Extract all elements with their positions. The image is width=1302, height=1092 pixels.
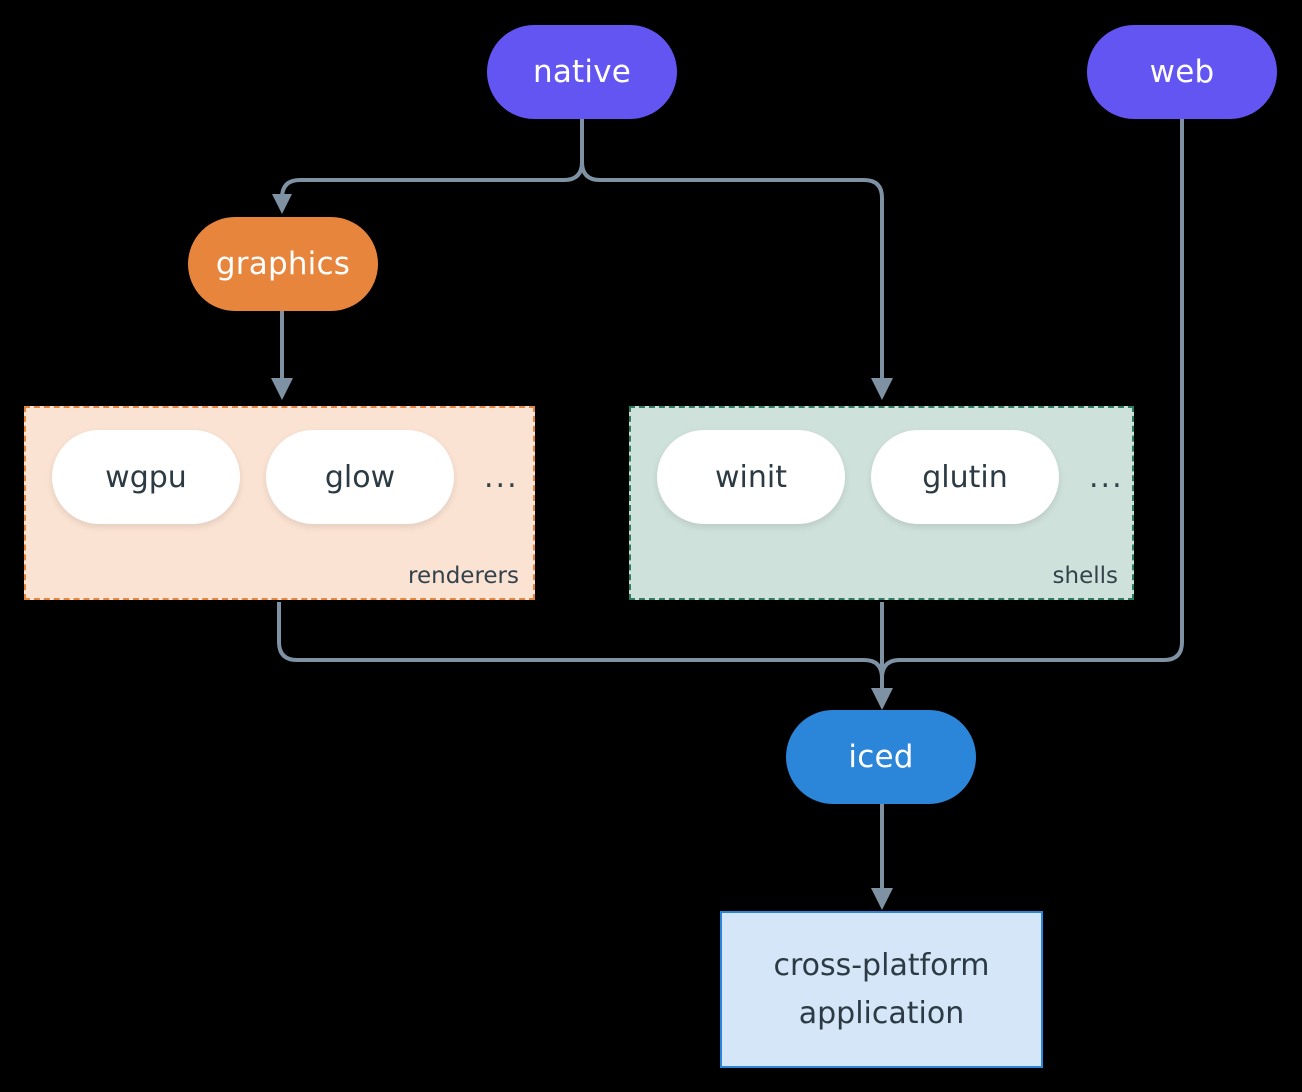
node-winit-label: winit bbox=[715, 459, 787, 495]
group-renderers[interactable]: wgpu glow ... renderers bbox=[24, 406, 535, 600]
renderers-overflow-ellipsis: ... bbox=[484, 459, 519, 495]
node-glow-label: glow bbox=[324, 459, 396, 495]
group-shells-items: winit glutin ... bbox=[657, 430, 1124, 524]
node-graphics-label: graphics bbox=[215, 246, 351, 282]
group-shells-label: shells bbox=[1052, 563, 1118, 589]
node-web[interactable]: web bbox=[1087, 25, 1277, 119]
node-glutin[interactable]: glutin bbox=[871, 430, 1059, 524]
group-shells[interactable]: winit glutin ... shells bbox=[629, 406, 1134, 600]
node-iced-label: iced bbox=[848, 739, 914, 775]
node-glow[interactable]: glow bbox=[266, 430, 454, 524]
arrowhead-to-shells bbox=[871, 378, 893, 400]
node-native-label: native bbox=[532, 54, 632, 90]
arrowhead-to-renderers bbox=[271, 378, 293, 400]
group-renderers-items: wgpu glow ... bbox=[52, 430, 519, 524]
node-wgpu[interactable]: wgpu bbox=[52, 430, 240, 524]
group-renderers-label: renderers bbox=[408, 563, 519, 589]
arrowhead-to-application bbox=[871, 888, 893, 910]
arrowhead-to-iced bbox=[871, 688, 893, 710]
shells-overflow-ellipsis: ... bbox=[1089, 459, 1124, 495]
application-label-line2: application bbox=[798, 995, 965, 1031]
arrowhead-to-graphics bbox=[272, 194, 292, 214]
application-label-line1: cross-platform bbox=[773, 947, 990, 983]
node-glutin-label: glutin bbox=[922, 459, 1008, 495]
node-iced[interactable]: iced bbox=[786, 710, 976, 804]
node-cross-platform-application[interactable]: cross-platform application bbox=[720, 911, 1043, 1068]
edge-renderers-iced bbox=[277, 602, 884, 700]
node-graphics[interactable]: graphics bbox=[188, 217, 378, 311]
node-web-label: web bbox=[1149, 54, 1215, 90]
node-winit[interactable]: winit bbox=[657, 430, 845, 524]
node-wgpu-label: wgpu bbox=[105, 459, 187, 495]
node-native[interactable]: native bbox=[487, 25, 677, 119]
